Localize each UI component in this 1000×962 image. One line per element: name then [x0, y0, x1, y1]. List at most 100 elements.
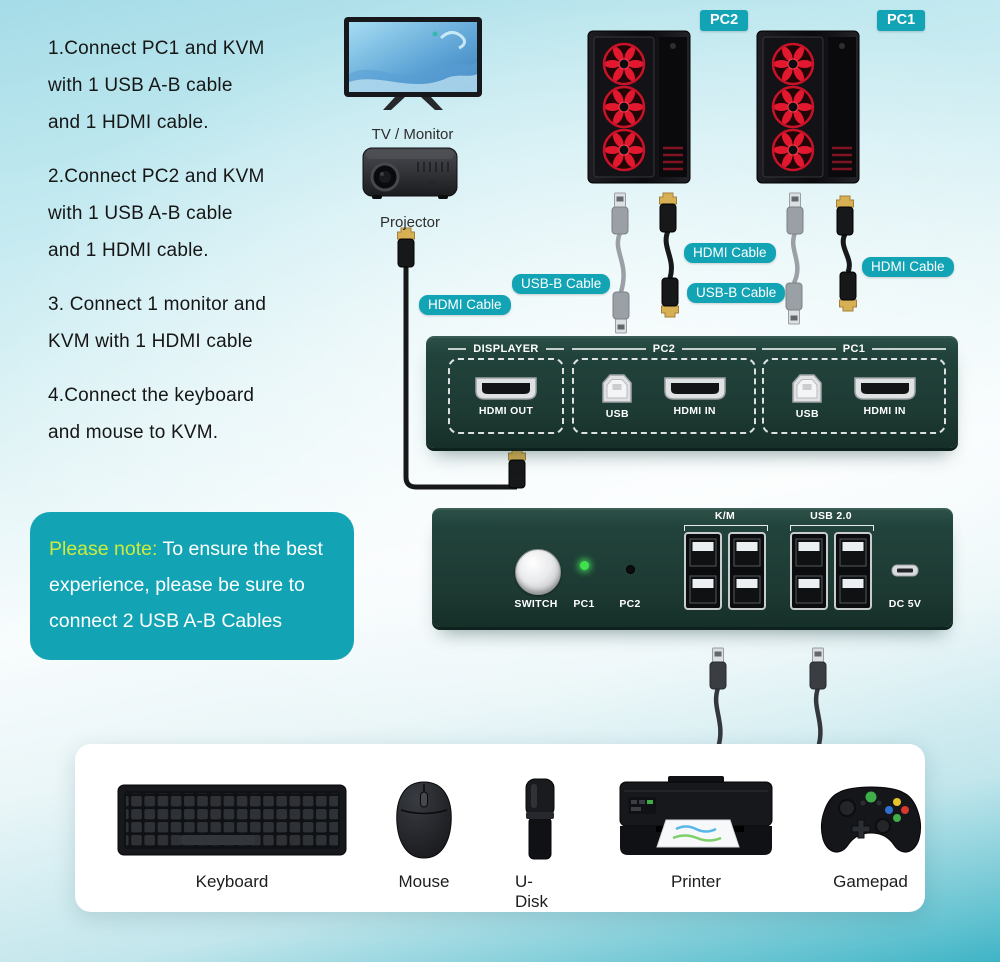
usb-b-port-icon [792, 374, 823, 403]
instructions: 1.Connect PC1 and KVM with 1 USB A-B cab… [48, 30, 328, 468]
hdmi-plug-icon [659, 192, 677, 233]
hdmi-port-icon [853, 377, 916, 400]
mouse-figure: Mouse [389, 774, 459, 892]
hdmi-plug-icon [661, 277, 679, 318]
projector-illustration [362, 147, 458, 199]
mouse-label: Mouse [398, 872, 450, 891]
cable-label-hdmi-projector: HDMI Cable [419, 295, 511, 315]
udisk-figure: U-Disk [515, 774, 565, 912]
note-box: Please note: To ensure the best experien… [30, 512, 354, 660]
peripherals-panel: Keyboard Mouse U [75, 744, 925, 912]
usb2-port-icon [834, 532, 872, 610]
cable-label-hdmi-pc2: HDMI Cable [684, 243, 776, 263]
hdmi-out-portfig: HDMI OUT [472, 375, 540, 417]
cable-label-hdmi-pc1: HDMI Cable [862, 257, 954, 277]
pc1-port-group: PC1 USB HDMI IN [762, 343, 946, 434]
pc2-led [626, 565, 635, 574]
printer-illustration [619, 776, 773, 855]
dc-port-icon [891, 564, 919, 577]
km-bracket [684, 525, 768, 531]
projector-figure: Projector [355, 140, 465, 231]
usb2-port-icon [790, 532, 828, 610]
printer-label: Printer [670, 872, 722, 891]
hdmi-plug-icon [397, 227, 415, 268]
dc-label: DC 5V [888, 598, 922, 610]
usb2-label: USB 2.0 [810, 510, 852, 522]
keyboard-art [117, 774, 347, 866]
pc2-tower [583, 28, 695, 186]
switch-label: SWITCH [514, 598, 558, 610]
udisk-illustration [525, 778, 555, 860]
km-usb-port-icon [728, 532, 766, 610]
cable-label-usb-pc1: USB-B Cable [687, 283, 786, 303]
usb-cable-peripherals-right [813, 687, 823, 749]
displayer-group: DISPLAYER HDMI OUT [448, 343, 564, 434]
usb-plug-icon [809, 647, 827, 690]
pc2-port-area: USB HDMI IN [572, 358, 756, 434]
pc2-group-title: PC2 [572, 343, 756, 355]
usb-plug-icon [612, 291, 630, 334]
pc2-hdmi-label: HDMI IN [673, 405, 716, 417]
usb-cable-peripherals-left [713, 687, 723, 749]
mouse-art [391, 774, 457, 866]
pc2-led-label: PC2 [619, 598, 641, 610]
usb-plug-icon [611, 192, 629, 235]
tv-monitor-label: TV / Monitor [371, 126, 454, 143]
usb-b-port-icon [602, 374, 633, 403]
hdmi-cable-pc1 [840, 232, 852, 273]
tv-monitor-figure: TV / Monitor [340, 16, 485, 143]
usb2-bracket [790, 525, 874, 531]
projector-label: Projector [379, 214, 441, 231]
kvm-switch-front: SWITCH PC1 PC2 K/M USB 2.0 DC 5V [432, 508, 953, 627]
note-highlight: Please note: [49, 538, 158, 560]
pc1-hdmi-portfig: HDMI IN [851, 375, 919, 417]
pc1-led-label: PC1 [573, 598, 595, 610]
mouse-illustration [396, 781, 452, 859]
pc2-hdmi-portfig: HDMI IN [661, 375, 729, 417]
instruction-step-4: 4.Connect the keyboard and mouse to KVM. [48, 385, 255, 443]
pc2-illustration [587, 30, 691, 184]
hdmi-cable-pc2 [663, 230, 674, 279]
gamepad-illustration [820, 786, 921, 853]
pc1-usb-portfig: USB [789, 372, 825, 420]
instruction-step-3: 3. Connect 1 monitor and KVM with 1 HDMI… [48, 294, 267, 352]
keyboard-label: Keyboard [195, 872, 269, 891]
udisk-label: U-Disk [515, 872, 549, 911]
usb-plug-icon [786, 192, 804, 235]
pc2-usb-label: USB [605, 408, 629, 420]
pc1-hdmi-label: HDMI IN [863, 405, 906, 417]
keyboard-illustration [117, 784, 347, 856]
printer-figure: Printer [610, 774, 782, 892]
gamepad-figure: Gamepad [813, 774, 928, 892]
pc1-usb-label: USB [795, 408, 819, 420]
instruction-step-2: 2.Connect PC2 and KVM with 1 USB A-B cab… [48, 166, 265, 261]
instruction-step-1: 1.Connect PC1 and KVM with 1 USB A-B cab… [48, 38, 265, 133]
gamepad-label: Gamepad [833, 872, 908, 891]
usb-plug-icon [785, 282, 803, 325]
hdmi-plug-icon [508, 448, 526, 489]
pc1-port-area: USB HDMI IN [762, 358, 946, 434]
gamepad-art [814, 774, 928, 866]
note-body: To ensure the best experience, please be… [49, 538, 323, 632]
pc1-tower [752, 28, 864, 186]
km-label: K/M [714, 510, 736, 522]
displayer-port-area: HDMI OUT [448, 358, 564, 434]
pc2-port-group: PC2 USB HDMI IN [572, 343, 756, 434]
printer-art [610, 774, 782, 866]
usb-cable-pc2 [615, 232, 626, 293]
hdmi-plug-icon [839, 271, 857, 312]
displayer-title: DISPLAYER [448, 343, 564, 355]
pc2-label: PC2 [700, 10, 749, 31]
hdmi-plug-icon [836, 195, 854, 236]
cable-label-usb-pc2: USB-B Cable [512, 274, 611, 294]
pc1-group-title: PC1 [762, 343, 946, 355]
hdmi-port-icon [663, 377, 726, 400]
pc2-usb-portfig: USB [599, 372, 635, 420]
km-usb-port-icon [684, 532, 722, 610]
kvm-switch-rear: DISPLAYER HDMI OUT PC2 USB HDMI IN [426, 336, 958, 448]
pc1-illustration [756, 30, 860, 184]
hdmi-out-label: HDMI OUT [478, 405, 534, 417]
pc1-label: PC1 [877, 10, 926, 31]
udisk-art [517, 774, 563, 866]
